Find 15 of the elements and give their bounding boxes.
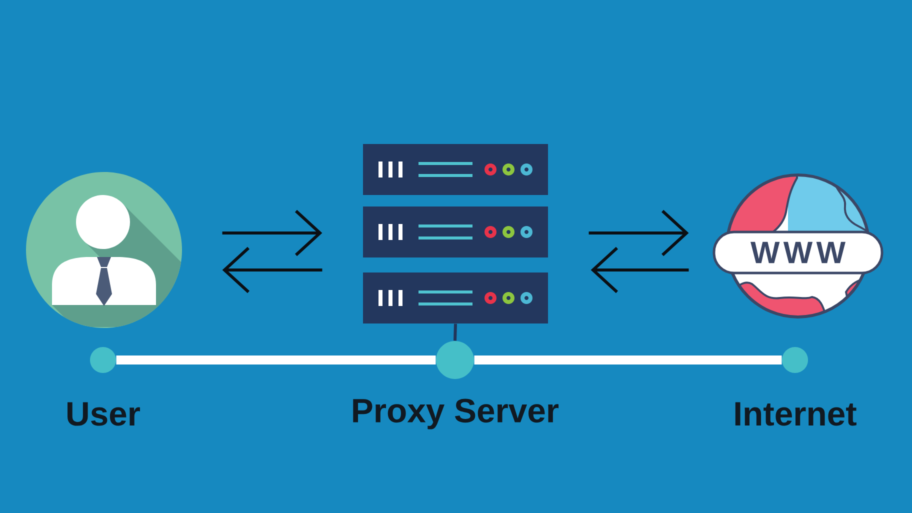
- label: Internet: [735, 402, 856, 426]
- label: User: [68, 402, 140, 426]
- label: Proxy Server: [353, 398, 559, 430]
- connector-line: [116, 356, 436, 364]
- dot: [436, 341, 474, 379]
- globe: WWW: [712, 174, 884, 318]
- user-avatar: [26, 172, 182, 328]
- arrow: [590, 246, 689, 294]
- connector-line: [474, 356, 782, 364]
- arrow: [588, 210, 689, 256]
- connector-line: [454, 324, 457, 341]
- arrow: [222, 210, 322, 256]
- dot: [90, 347, 116, 373]
- arrow: [222, 246, 322, 294]
- dot: [782, 347, 808, 373]
